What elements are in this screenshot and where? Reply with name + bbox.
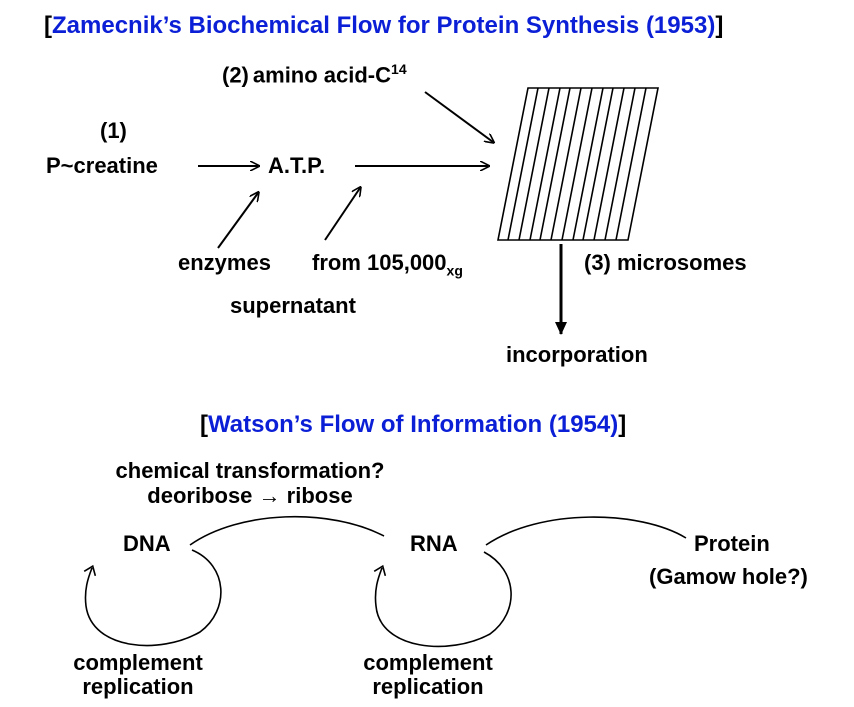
watson-title-text: Watson’s Flow of Information (1954) <box>208 411 619 438</box>
rna-replication-loop <box>373 551 512 648</box>
amino-acid-superscript: 14 <box>391 61 407 77</box>
microsomes-hatched-block <box>497 87 659 241</box>
protein-label: Protein <box>694 531 770 556</box>
curve-dna-to-rna <box>189 515 385 546</box>
zamecnik-title-text: Zamecnik’s Biochemical Flow for Protein … <box>52 12 716 39</box>
replication-label-1: replication <box>82 674 194 699</box>
title-bracket-close: ] <box>715 12 724 39</box>
arrow-enzymes-to-atp <box>217 193 258 249</box>
amino-step-number: (2) <box>222 62 249 88</box>
title-bracket-open: [ <box>44 12 52 39</box>
complement-label-1: complement <box>73 650 203 675</box>
rna-label: RNA <box>410 531 458 556</box>
from-text: from 105,000 <box>312 250 447 275</box>
gamow-hole-label: (Gamow hole?) <box>649 564 808 589</box>
incorporation-label: incorporation <box>506 342 648 367</box>
step-1-label: (1) <box>100 118 127 143</box>
from-subscript: xg <box>446 262 463 279</box>
arrow-supernatant-to-atp <box>324 188 360 241</box>
title-bracket-close: ] <box>618 411 627 438</box>
deoribose-text: deoribose <box>147 483 253 508</box>
deoribose-ribose-label: deoribose → ribose <box>90 485 410 507</box>
amino-acid-text: amino acid-C <box>252 62 392 88</box>
complement-label-2: complement <box>363 650 493 675</box>
atp-label: A.T.P. <box>268 153 326 178</box>
ribose-text: ribose <box>286 483 353 508</box>
enzymes-label: enzymes <box>178 250 271 275</box>
right-arrow-icon: → <box>258 483 281 508</box>
watson-title: [Watson’s Flow of Information (1954)] <box>200 413 626 437</box>
replication-label-2: replication <box>372 674 484 699</box>
dna-label: DNA <box>123 531 171 556</box>
from-label: from 105,000xg <box>312 250 463 279</box>
zamecnik-title: [Zamecnik’s Biochemical Flow for Protein… <box>44 14 723 38</box>
dna-replication-loop <box>83 549 222 647</box>
curve-rna-to-protein <box>485 516 687 546</box>
supernatant-label: supernatant <box>230 293 356 318</box>
amino-acid-label: (2)amino acid-C14 <box>222 62 407 86</box>
title-bracket-open: [ <box>200 411 208 438</box>
microsomes-label: (3) microsomes <box>584 250 747 275</box>
arrow-amino-acid-to-microsomes <box>424 91 493 142</box>
chemical-transformation-label: chemical transformation? <box>115 458 385 483</box>
p-creatine-label: P~creatine <box>46 153 158 178</box>
